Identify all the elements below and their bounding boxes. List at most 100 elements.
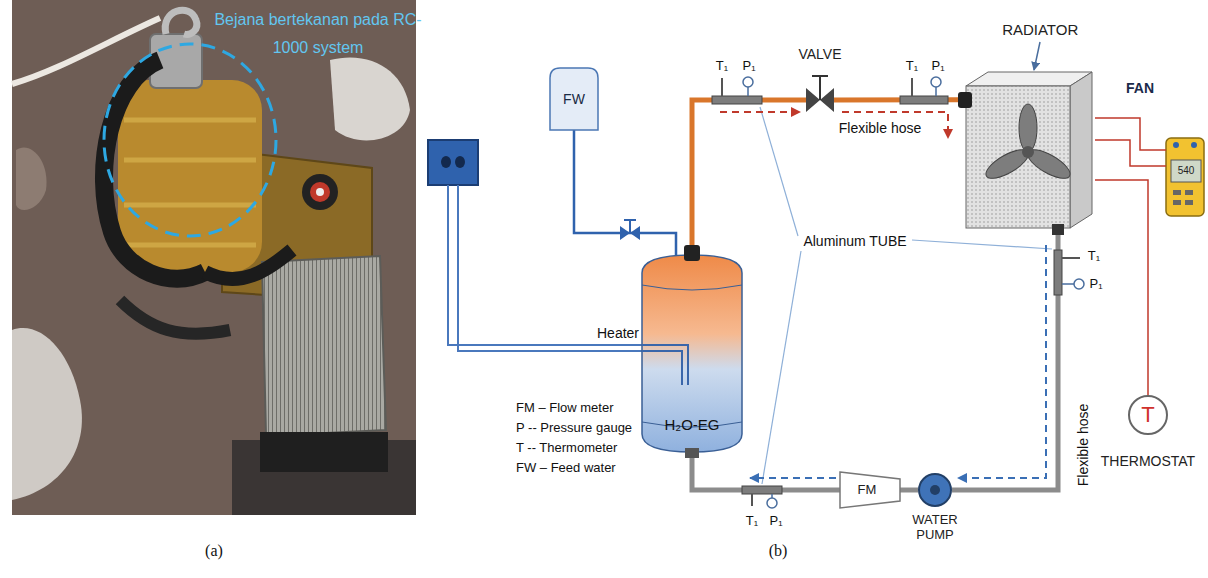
fm-outline [840,472,900,508]
flow-arrow-cold [750,477,836,479]
tank-label: FW [563,91,585,107]
radiator-outline [1070,72,1092,228]
water-pump-shape [918,473,952,507]
water-pump: WATER PUMP [918,473,952,507]
pipe-connector [574,130,676,255]
photo [310,182,330,202]
radiator-outline [1052,224,1064,235]
vessel-outline [642,245,742,458]
meter-wire [1095,118,1166,166]
pressure-gauge-symbol [931,77,941,87]
pressure-gauge-symbol [1074,279,1084,289]
photo [12,0,416,515]
pump-outline [919,474,951,506]
sensor-fitting [1054,250,1062,295]
panel-label: (b) [769,542,788,560]
meter-reading: 540 [1178,165,1195,177]
sensor-fitting [712,96,1062,494]
pressure-gauge-symbol [748,87,1074,498]
feed-valve [620,220,640,240]
thermostat: TTHERMOSTAT [1128,395,1168,435]
radiator-outline [1022,146,1034,158]
meter-wire [1095,140,1166,166]
sensor-fitting [900,96,948,104]
radiator-outline [958,92,972,108]
flow-arrow-hot [720,111,800,113]
multimeter [1166,138,1204,216]
vessel-outline [685,448,699,458]
feed-valve [624,220,636,233]
heater-power-box [428,140,478,185]
multimeter [1185,190,1193,195]
thermometer-symbol [721,78,723,96]
valve-outline [806,76,834,112]
photo [330,57,410,140]
photo [16,147,47,210]
valve-label: VALVE [798,46,841,62]
radiator-outline [1019,104,1037,152]
flow-arrow-hot [720,112,948,138]
pressure-gauge-symbol [743,77,753,87]
tank-outline [550,68,598,130]
pressure-gauge-label: P₁ [769,514,782,529]
circle-outline [1129,396,1167,434]
multimeter [1185,200,1193,205]
multimeter [1173,200,1181,205]
thermometer-symbol [1062,257,1080,259]
pressure-gauge-label: P₁ [1089,277,1102,292]
thermometer-symbol [751,494,753,506]
leader-line [912,240,1052,249]
radiator-outline [958,72,1092,235]
pipe-connector [692,452,840,490]
pressure-vessel: H₂O-EG [642,255,742,452]
multimeter [1173,142,1179,148]
legend-text: FW – Feed water [516,461,616,476]
tank-outline [550,68,598,130]
thermostat-symbol: T [1141,402,1154,427]
pipe-connector [692,100,806,255]
hose-label: Flexible hose [839,120,922,136]
heater-label: Heater [597,325,639,341]
legend-text: FM – Flow meter [516,401,614,416]
pressure-gauge-label: P₁ [931,59,944,74]
photo [316,188,324,196]
multimeter [1173,190,1181,195]
photo [165,10,197,34]
tube-label: Aluminum TUBE [803,233,906,249]
pipe-connector [1095,180,1148,395]
pump-outline [930,485,940,495]
flow-arrow-cold [958,245,1046,478]
thermostat-label: THERMOSTAT [1101,453,1195,469]
flow-meter: FM [840,472,900,508]
panel-label: (a) [205,542,223,560]
heater-power-box [428,140,478,185]
photo [118,80,262,272]
vessel-outline [642,255,742,452]
leader-line [762,251,801,484]
multimeter [1166,138,1204,216]
leader-line [760,107,1052,484]
valve-symbol: VALVE [806,88,834,112]
heater-power-box [441,156,451,168]
flow-arrow-cold [750,245,1046,478]
pipe-connector [952,235,1058,490]
pressure-gauge-symbol [743,77,1084,508]
legend-text: P -- Pressure gauge [516,421,632,436]
sensor-fitting [712,96,762,104]
circle-outline [1129,396,1167,434]
fluid-label: H₂O-EG [665,416,720,433]
photo [205,250,292,279]
leader-arrow [1034,42,1040,70]
photo [302,174,338,210]
hose-label: Flexible hose [1075,404,1091,487]
vessel-outline [642,285,742,427]
multimeter [1191,142,1197,148]
valve-symbol-shape [806,88,834,112]
pump-outline [919,474,951,506]
thermometer-label: T₁ [716,59,728,74]
photo [12,328,82,500]
sensor-fitting [742,486,782,494]
photo [104,60,205,279]
pressure-gauge-symbol [767,498,777,508]
photo [124,120,256,245]
